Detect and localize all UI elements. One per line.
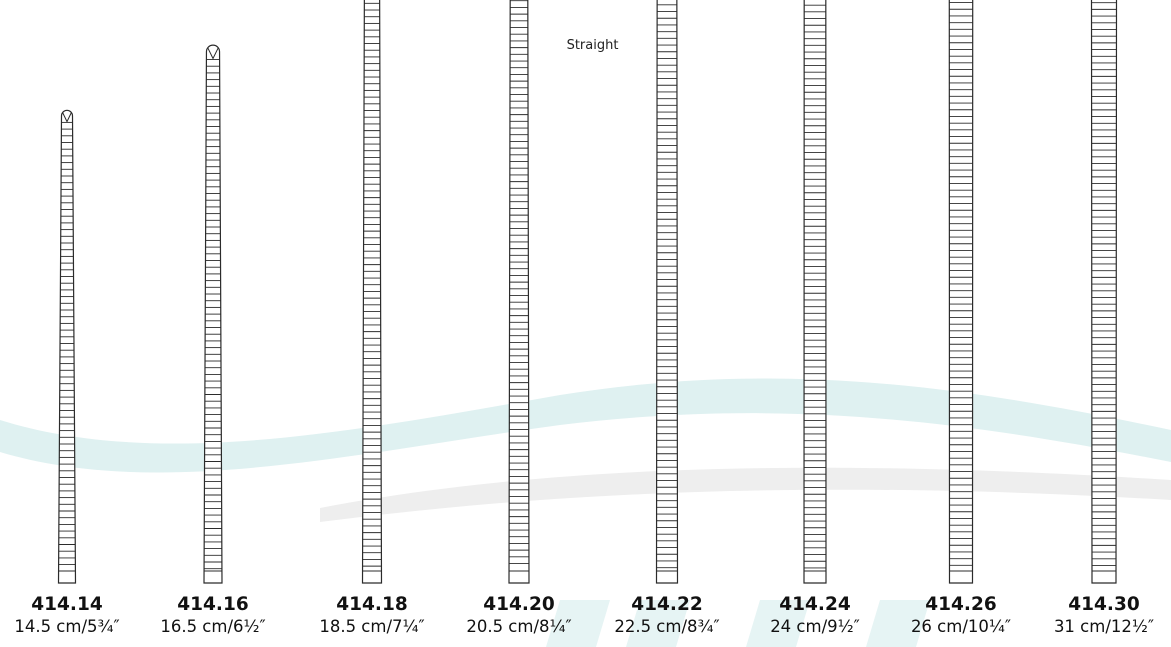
instrument-outline [803, 0, 827, 584]
instrument-outline [1090, 0, 1118, 584]
size-label: 20.5 cm/8¼″ [466, 617, 572, 636]
instrument-label: 414.30 31 cm/12½″ [1029, 594, 1171, 638]
instrument-414-14 [57, 109, 77, 584]
instrument-414-22 [655, 0, 679, 584]
jaw-tip [207, 47, 219, 60]
instrument-414-20 [508, 0, 530, 584]
instrument-outline [655, 0, 679, 584]
size-label: 24 cm/9½″ [770, 617, 860, 636]
size-label: 22.5 cm/8¾″ [614, 617, 720, 636]
instrument-label: 414.16 16.5 cm/6½″ [138, 594, 288, 638]
instrument-outline [508, 0, 530, 584]
instrument-label: 414.18 18.5 cm/7¼″ [297, 594, 447, 638]
instrument-label: 414.14 14.5 cm/5¾″ [0, 594, 142, 638]
page-title: Straight [566, 38, 619, 53]
instrument-outline [57, 109, 77, 584]
instrument-414-24 [803, 0, 827, 584]
model-number: 414.24 [779, 594, 851, 615]
instrument-414-30 [1090, 0, 1118, 584]
jaw-tip [62, 112, 72, 123]
instrument-label: 414.24 24 cm/9½″ [740, 594, 890, 638]
instrument-label: 414.26 26 cm/10¼″ [886, 594, 1036, 638]
model-number: 414.30 [1068, 594, 1140, 615]
model-number: 414.16 [177, 594, 249, 615]
instrument-label: 414.22 22.5 cm/8¾″ [592, 594, 742, 638]
model-number: 414.20 [483, 594, 555, 615]
instrument-label: 414.20 20.5 cm/8¼″ [444, 594, 594, 638]
size-label: 16.5 cm/6½″ [160, 617, 266, 636]
model-number: 414.14 [31, 594, 103, 615]
instrument-outline [948, 0, 974, 584]
model-number: 414.22 [631, 594, 703, 615]
instrument-414-16 [203, 44, 223, 584]
size-label: 14.5 cm/5¾″ [14, 617, 120, 636]
model-number: 414.26 [925, 594, 997, 615]
size-label: 18.5 cm/7¼″ [319, 617, 425, 636]
model-number: 414.18 [336, 594, 408, 615]
instrument-414-26 [948, 0, 974, 584]
instrument-414-18 [361, 0, 383, 584]
size-label: 31 cm/12½″ [1053, 617, 1155, 636]
size-label: 26 cm/10¼″ [910, 617, 1012, 636]
